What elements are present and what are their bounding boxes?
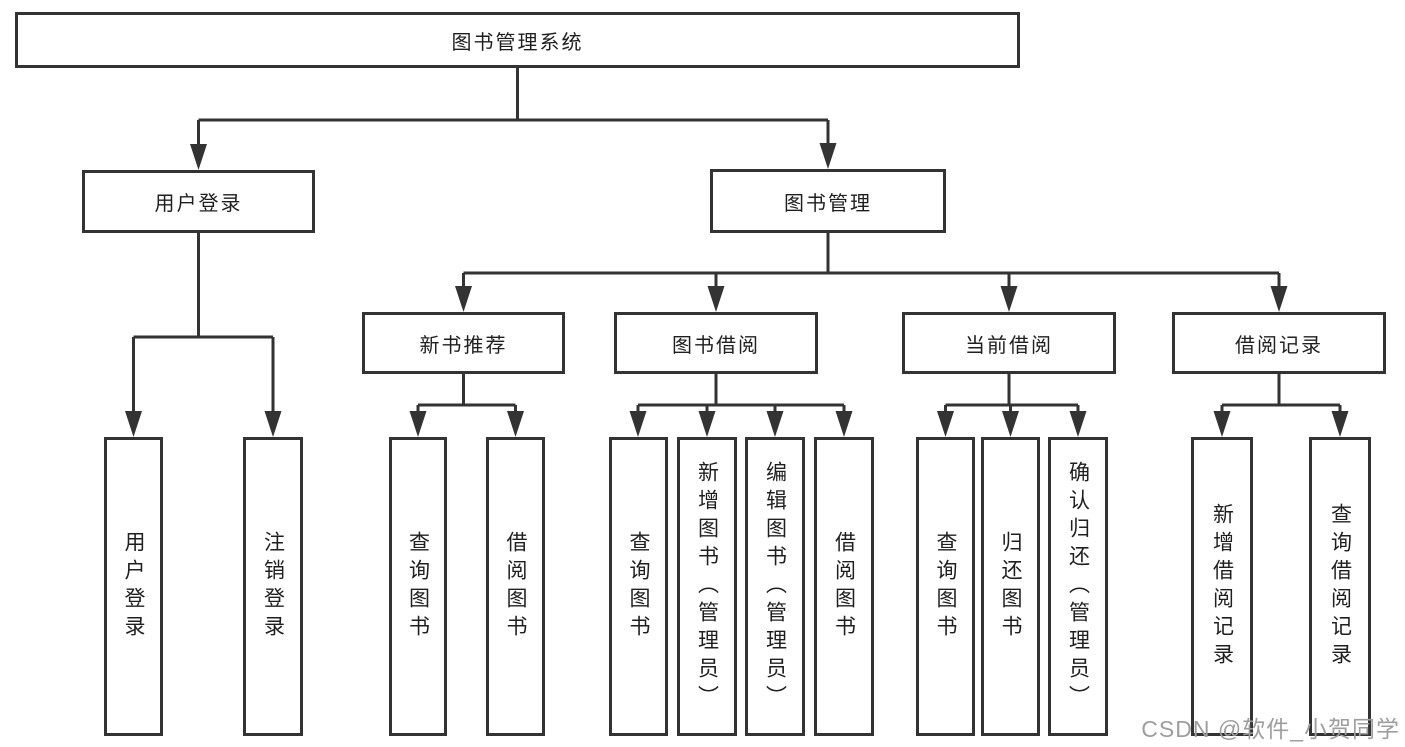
leaf-add-borrow-record: 新增借阅记录 [1191,437,1253,736]
leaf-label: 借阅图书 [504,530,527,643]
leaf-label: 查询图书 [406,530,430,643]
leaf-label: 查询图书 [934,530,957,643]
leaf-label: 查询图书 [627,530,650,643]
leaf-label: 借阅图书 [832,530,856,643]
node-library-management-system: 图书管理系统 [15,12,1020,68]
leaf-query-borrow-record: 查询借阅记录 [1309,437,1371,736]
node-new-book-recommend: 新书推荐 [362,312,565,374]
leaf-label: 新增图书（管理员） [695,460,719,713]
node-label: 图书管理系统 [451,31,584,54]
leaf-user-login: 用户登录 [104,437,163,736]
leaf-label: 用户登录 [122,530,145,643]
leaf-query-book-borrowing: 查询图书 [609,437,668,736]
node-label: 当前借阅 [965,334,1053,357]
leaf-label: 查询借阅记录 [1328,502,1352,671]
node-label: 图书管理 [784,192,872,215]
leaf-label: 编辑图书（管理员） [763,460,787,713]
leaf-label: 归还图书 [999,530,1022,643]
node-user-login: 用户登录 [82,170,315,233]
leaf-label: 新增借阅记录 [1210,502,1234,671]
node-label: 图书借阅 [672,334,760,357]
csdn-watermark: CSDN @软件_小贺同学 [1141,716,1400,742]
leaf-borrow-book-recommend: 借阅图书 [486,437,545,736]
leaf-confirm-return-admin: 确认归还（管理员） [1048,437,1108,736]
leaf-borrow-book: 借阅图书 [814,437,874,736]
leaf-query-book-current: 查询图书 [916,437,975,736]
node-borrowing-records: 借阅记录 [1172,312,1386,374]
node-label: 借阅记录 [1235,334,1323,357]
leaf-edit-book-admin: 编辑图书（管理员） [745,437,805,736]
node-current-borrowing: 当前借阅 [902,312,1116,374]
node-book-management: 图书管理 [710,169,946,233]
node-label: 新书推荐 [419,334,508,357]
leaf-return-book: 归还图书 [981,437,1040,736]
leaf-add-book-admin: 新增图书（管理员） [677,437,737,736]
leaf-label: 注销登录 [261,530,285,643]
leaf-label: 确认归还（管理员） [1066,460,1090,713]
leaf-logout: 注销登录 [243,437,303,736]
leaf-query-book-recommend: 查询图书 [389,437,447,736]
node-book-borrowing: 图书借阅 [614,312,818,374]
node-label: 用户登录 [154,193,243,215]
